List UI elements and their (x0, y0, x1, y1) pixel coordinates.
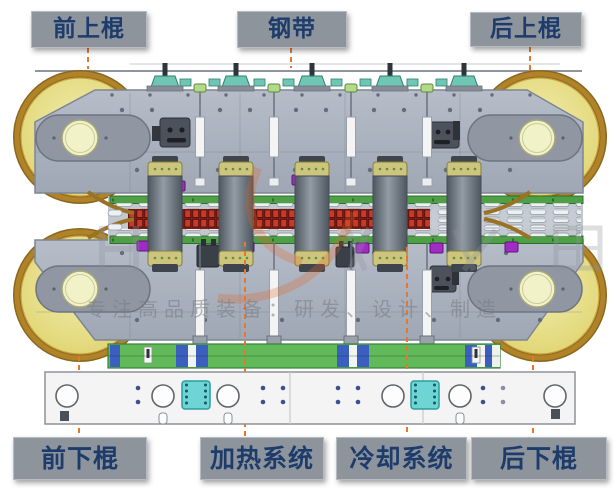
cooling-manifold-block (181, 380, 211, 410)
belt-tension-mount (217, 63, 255, 92)
cooling-manifold-block (410, 380, 440, 410)
belt-nip (86, 190, 532, 240)
capsule-chain-top (112, 203, 581, 211)
label-steel-belt: 钢带 (237, 11, 347, 48)
press-cylinder (372, 156, 408, 272)
label-front-upper-roller: 前上棍 (31, 11, 147, 48)
label-cooling-system: 冷却系统 (336, 437, 467, 480)
top-mounts (146, 63, 483, 92)
press-cylinder (147, 156, 183, 272)
heating-zone (128, 209, 430, 229)
press-cylinder (294, 156, 330, 272)
press-cylinder (446, 156, 482, 272)
sensor-face-upper-left (152, 117, 191, 148)
belt-tension-mount (371, 63, 409, 92)
guide-rods (179, 78, 448, 346)
sensor-blocks (152, 117, 460, 293)
label-front-lower-roller: 前下棍 (13, 437, 147, 480)
belt-tension-mount (293, 63, 331, 92)
belt-tension-mount (146, 63, 184, 92)
lower-belt-strip (107, 343, 501, 369)
steel-belt-line (35, 63, 582, 72)
base-plate (44, 371, 576, 425)
watermark-logo (99, 166, 603, 304)
roller-bearing-slots (35, 114, 583, 313)
sensor-face-upper-right (428, 121, 460, 149)
sensor-face-lower-right (429, 265, 459, 293)
label-rear-upper-roller: 后上棍 (470, 12, 582, 47)
label-heating-system: 加热系统 (200, 437, 324, 480)
belt-tension-mount (445, 63, 483, 92)
capsule-chain-bottom (112, 228, 581, 237)
press-cylinders (147, 156, 482, 272)
label-rear-lower-roller: 后下棍 (471, 437, 607, 480)
